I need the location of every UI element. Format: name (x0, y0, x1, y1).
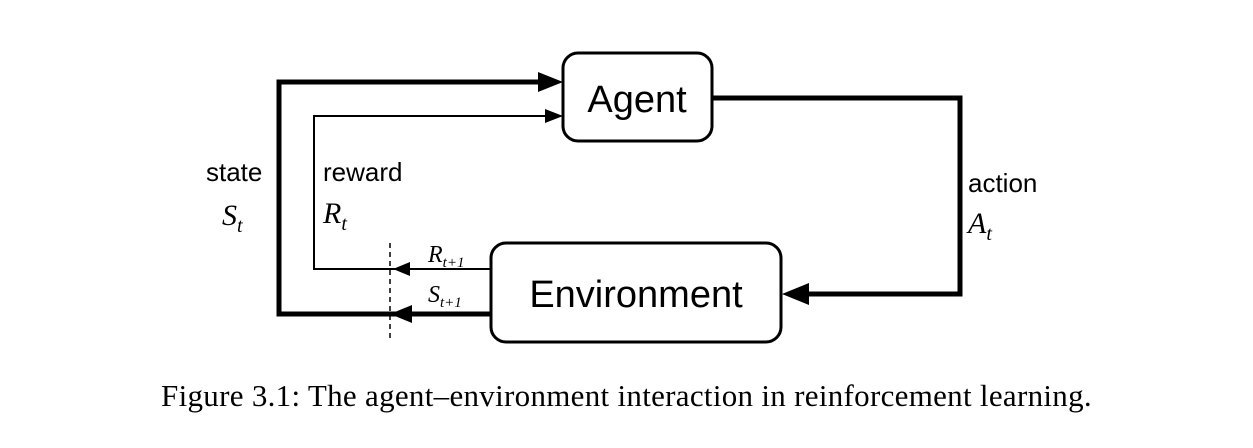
action-sub: t (986, 223, 992, 245)
next-state-arrowhead (390, 305, 412, 323)
next-reward-symbol: Rt+1 (427, 242, 464, 271)
reward-arrowhead (545, 109, 563, 123)
action-symbol: At (966, 207, 992, 245)
reward-symbol: Rt (322, 197, 347, 235)
action-line (712, 95, 963, 297)
next-state-symbol: St+1 (428, 282, 462, 311)
agent-label: Agent (587, 79, 687, 121)
state-word: state (206, 157, 262, 187)
state-sym: S (222, 199, 237, 232)
state-line (276, 79, 546, 317)
state-arrowhead (538, 72, 563, 92)
next-state-sym: S (428, 282, 440, 308)
action-word: action (968, 168, 1037, 198)
next-reward-sub: t+1 (443, 255, 465, 271)
reward-word: reward (323, 157, 402, 187)
environment-box (489, 241, 783, 344)
next-state-sub: t+1 (440, 295, 462, 311)
state-sub: t (237, 215, 243, 237)
figure-caption: Figure 3.1: The agent–environment intera… (161, 378, 1092, 413)
next-reward-sym: R (427, 242, 443, 268)
reward-sym: R (322, 197, 341, 230)
action-sym: A (966, 207, 987, 240)
state-symbol: St (222, 199, 243, 237)
environment-label: Environment (529, 274, 743, 316)
action-arrowhead (782, 283, 809, 305)
next-reward-arrowhead (393, 262, 410, 276)
reward-sub: t (341, 213, 347, 235)
